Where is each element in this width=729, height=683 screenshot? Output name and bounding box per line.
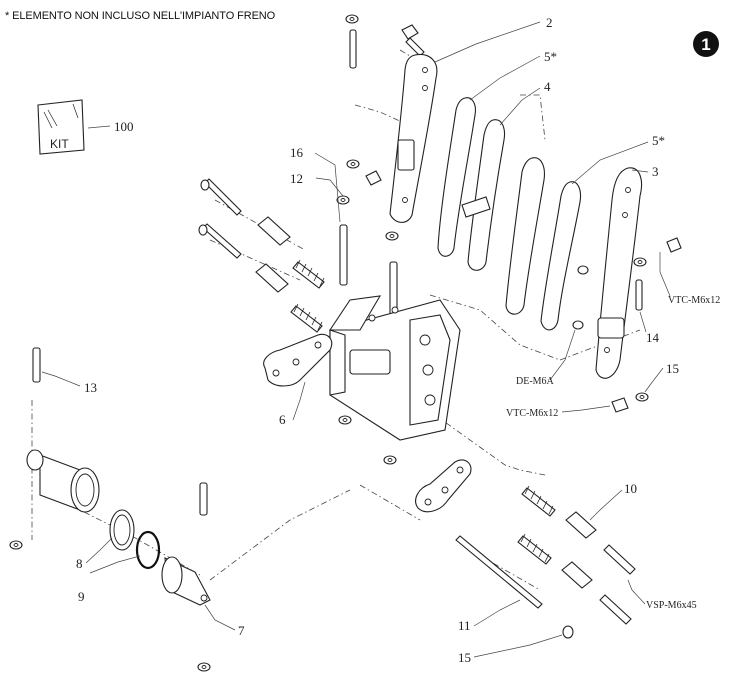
callout-8: 8: [76, 556, 83, 571]
caliper-body: [328, 295, 461, 441]
nut-parts: [9, 14, 649, 672]
spring-parts: [290, 259, 556, 565]
callout-5b: 5*: [652, 133, 665, 148]
callout-12: 12: [290, 171, 303, 186]
callout-3: 3: [652, 164, 659, 179]
callout-5a: 5*: [544, 49, 557, 64]
page-number: 1: [701, 35, 710, 54]
callout-15b: 15: [666, 361, 679, 376]
note-text: * ELEMENTO NON INCLUSO NELL'IMPIANTO FRE…: [5, 10, 276, 22]
leader-lines: [41, 21, 671, 658]
pin-parts: [32, 24, 682, 625]
callout-11: 11: [458, 618, 471, 633]
plate-parts: [263, 333, 472, 513]
callout-14: 14: [646, 330, 660, 345]
callout-de: DE-M6A: [516, 376, 555, 387]
callout-100: 100: [114, 119, 134, 134]
kit-label: KIT: [50, 137, 69, 151]
callout-2: 2: [546, 15, 553, 30]
piston-parts: [26, 449, 211, 606]
callout-7: 7: [238, 623, 245, 638]
kit-box-icon: KIT: [37, 99, 85, 155]
callout-13: 13: [84, 380, 97, 395]
callout-vtc-a: VTC-M6x12: [668, 295, 720, 306]
callout-vtc-b: VTC-M6x12: [506, 408, 558, 419]
brake-shoe-parts: [389, 53, 643, 379]
callout-labels: 2 5* 4 5* 3 16 12 100 13 6 8 9 7 10 11 1…: [76, 15, 720, 665]
callout-10: 10: [624, 481, 637, 496]
callout-9: 9: [78, 589, 85, 604]
callout-6: 6: [279, 412, 286, 427]
callout-vsp: VSP-M6x45: [646, 600, 697, 611]
page-number-badge: 1: [693, 31, 719, 57]
callout-15a: 15: [458, 650, 471, 665]
callout-4: 4: [544, 79, 551, 94]
callout-16: 16: [290, 145, 304, 160]
